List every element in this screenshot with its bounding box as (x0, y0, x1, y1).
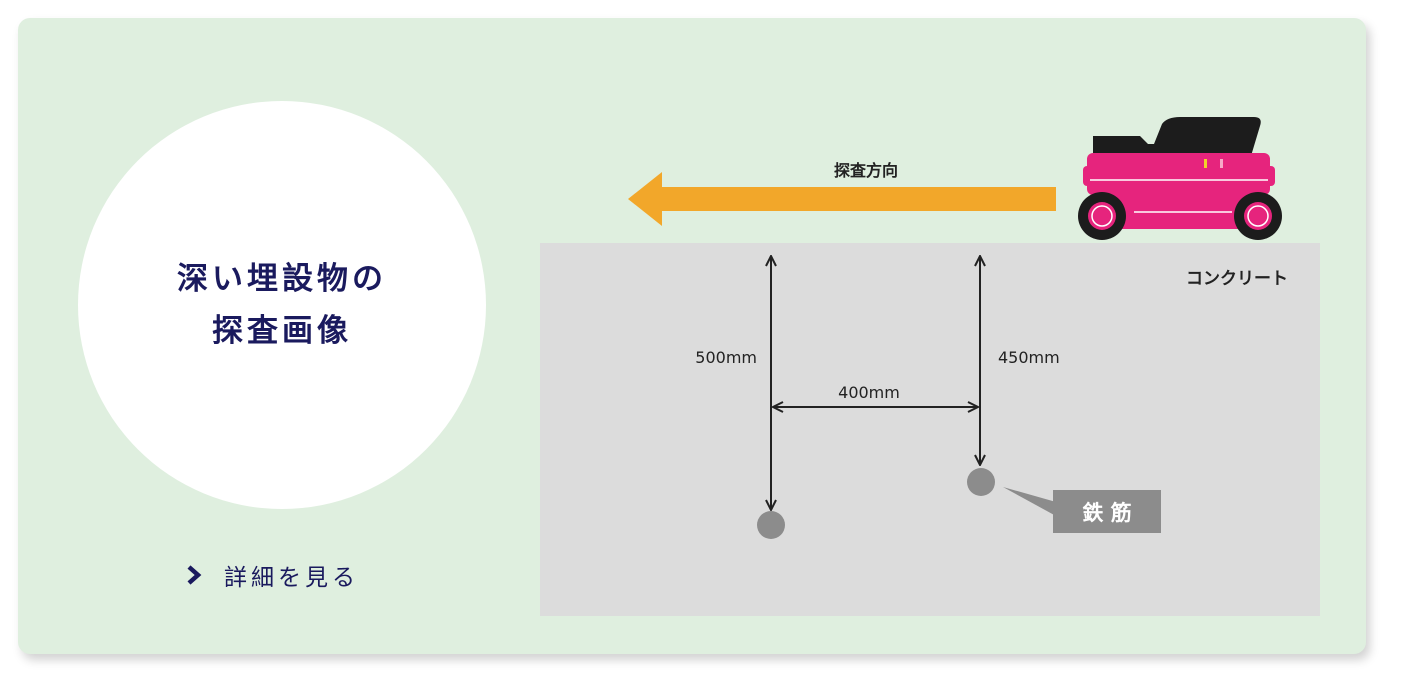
rebar-label: 鉄 筋 (1082, 501, 1131, 525)
scan-direction-arrow (628, 172, 1056, 226)
spacing-label: 400mm (838, 383, 900, 402)
view-details-label: 詳細を見る (224, 565, 359, 591)
rebar-callout (1003, 487, 1161, 533)
depth-label-right: 450mm (998, 348, 1060, 367)
card-title: 深い埋設物の 探査画像 (177, 261, 387, 349)
concrete-label: コンクリート (1186, 269, 1288, 289)
concrete-block (540, 243, 1320, 616)
scan-direction-label: 探査方向 (834, 161, 898, 180)
rebar-right (967, 468, 995, 496)
title-circle: 深い埋設物の 探査画像 (78, 101, 486, 509)
chevron-right-icon (187, 565, 202, 585)
depth-label-left: 500mm (695, 348, 757, 367)
rebar-left (757, 511, 785, 539)
scanner-icon (1078, 117, 1282, 240)
view-details-link[interactable]: 詳細を見る (186, 558, 359, 592)
